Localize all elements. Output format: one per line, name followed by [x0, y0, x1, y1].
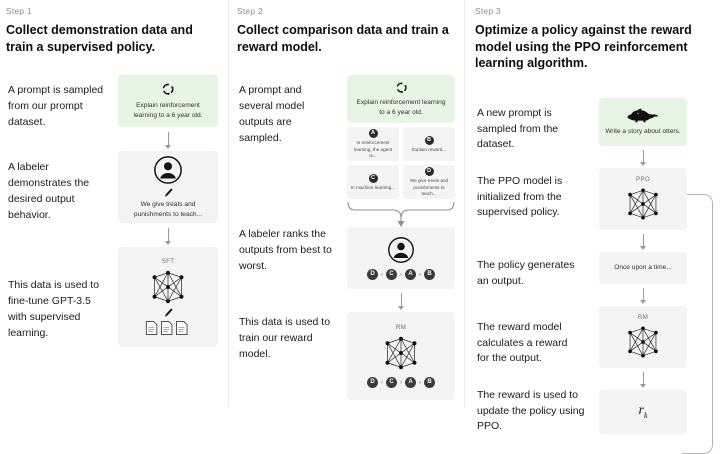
step-2-caption-3: This data is used to train our reward mo… [239, 316, 331, 360]
ranking-row-labeler: D › C › A › B [367, 269, 435, 281]
step-3-caption-1: A new prompt is sampled from the dataset… [477, 106, 559, 151]
rm-rank-sep-3: › [419, 379, 421, 386]
step-1-label: Step 1 [6, 6, 32, 16]
rm-rank-pill-4: B [424, 377, 435, 389]
rm-rank-pill-1: D [367, 377, 378, 389]
column-step-3: Step 3 Optimize a policy against the rew… [464, 0, 720, 454]
ranking-row-rm: D › C › A › B [367, 377, 435, 389]
step-3-output-box: Once upon a time... [599, 251, 687, 284]
step-3-title: Optimize a policy against the reward mod… [475, 23, 692, 71]
step-1-caption-2: A labeler demonstrates the desired outpu… [8, 161, 90, 221]
rank-pill-1: D [367, 269, 378, 281]
step-3-label: Step 3 [475, 6, 501, 16]
option-badge-b: B [424, 135, 434, 145]
labeler-person-icon [387, 236, 415, 264]
step-1-labeler-box: We give treats and punishments to teach.… [118, 151, 218, 224]
rank-sep-3: › [419, 271, 421, 278]
step-1-title: Collect demonstration data and train a s… [6, 23, 193, 54]
step-1-prompt-text: Explain reinforcement learning to a 6 ye… [133, 102, 203, 119]
option-text-d: We give treats and punishments to teach.… [409, 178, 449, 196]
option-badge-d: D [424, 167, 434, 177]
step-1-caption-3: This data is used to fine-tune GPT-3.5 w… [8, 279, 100, 339]
neural-network-icon [620, 186, 666, 222]
brace-and-arrow [345, 200, 457, 228]
step-2-title: Collect comparison data and train a rewa… [237, 23, 449, 54]
step-1-caption-1: A prompt is sampled from our prompt data… [8, 84, 104, 128]
step-2-caption-1: A prompt and several model outputs are s… [239, 84, 305, 144]
arrow-ranking-to-rm [396, 293, 406, 311]
neural-network-icon [620, 324, 666, 360]
arrow-prompt-to-ppo [638, 149, 648, 166]
column-step-2: Step 2 Collect comparison data and train… [228, 0, 464, 407]
neural-network-icon [144, 268, 192, 306]
rm-rank-sep-1: › [381, 379, 383, 386]
circular-arrows-icon [161, 82, 175, 96]
step-1-sft-label: SFT [161, 258, 175, 266]
pencil-icon [163, 187, 174, 198]
option-card-a: A In reinforcement learning, the agent i… [347, 127, 399, 162]
rank-sep-2: › [400, 271, 402, 278]
option-card-d: D We give treats and punishments to teac… [403, 165, 455, 200]
option-text-b: Explain reward... [411, 146, 447, 152]
circular-arrows-icon [395, 81, 408, 94]
otter-icon [626, 108, 660, 123]
step-1-prompt-box: Explain reinforcement learning to a 6 ye… [118, 75, 218, 128]
option-card-c: C In machine learning... [347, 165, 399, 200]
arrow-output-to-rm [638, 287, 648, 304]
step-2-reward-model-box: RM D [347, 312, 455, 401]
step-2-options-grid: A In reinforcement learning, the agent i… [347, 127, 455, 200]
option-badge-a: A [368, 129, 378, 139]
column-step-1: Step 1 Collect demonstration data and tr… [0, 0, 228, 407]
rm-rank-sep-2: › [400, 379, 402, 386]
rank-pill-2: C [386, 269, 397, 281]
step-2-caption-2: A labeler ranks the outputs from best to… [239, 228, 332, 272]
step-3-reward-model-box: RM [599, 305, 687, 368]
option-text-c: In machine learning... [351, 184, 395, 190]
step-3-prompt-box: Write a story about otters. [599, 97, 687, 146]
step-3-rm-label: RM [637, 313, 649, 321]
step-3-reward-box: rk [599, 389, 687, 434]
step-2-prompt-text: Explain reinforcement learning to a 6 ye… [356, 99, 446, 116]
step-3-ppo-label: PPO [636, 175, 650, 183]
rank-sep-1: › [381, 271, 383, 278]
step-3-prompt-text: Write a story about otters. [605, 127, 681, 135]
step-1-labeler-text: We give treats and punishments to teach.… [133, 201, 203, 218]
arrow-labeler-to-sft [163, 228, 173, 246]
option-text-a: In reinforcement learning, the agent is.… [353, 140, 393, 158]
rm-rank-pill-3: A [405, 377, 416, 389]
pencil-icon [163, 307, 174, 318]
step-2-label: Step 2 [237, 6, 263, 16]
rank-pill-4: B [424, 269, 435, 281]
neural-network-icon [377, 334, 425, 372]
reward-subscript: k [643, 411, 648, 421]
step-3-output-text: Once upon a time... [614, 264, 672, 272]
rank-pill-3: A [405, 269, 416, 281]
step-3-ppo-box: PPO [599, 167, 687, 230]
documents-icon [145, 320, 191, 336]
labeler-person-icon [153, 155, 183, 185]
step-3-caption-4: The reward model calculates a reward for… [477, 320, 568, 365]
arrow-ppo-to-output [638, 233, 648, 250]
arrow-prompt-to-labeler [163, 132, 173, 150]
arrow-rm-to-reward [638, 371, 648, 388]
rm-rank-pill-2: C [386, 377, 397, 389]
step-2-prompt-box: Explain reinforcement learning to a 6 ye… [347, 75, 455, 124]
step-3-caption-2: The PPO model is initialized from the su… [477, 174, 563, 219]
option-card-b: B Explain reward... [403, 127, 455, 162]
step-3-caption-3: The policy generates an output. [477, 258, 575, 287]
step-1-sft-box: SFT [118, 247, 218, 348]
option-badge-c: C [368, 173, 378, 183]
step-2-rm-label: RM [395, 324, 407, 332]
reward-formula: rk [638, 403, 647, 420]
step-3-caption-5: The reward is used to update the policy … [477, 388, 585, 433]
step-2-ranking-box: D › C › A › B [347, 227, 455, 290]
